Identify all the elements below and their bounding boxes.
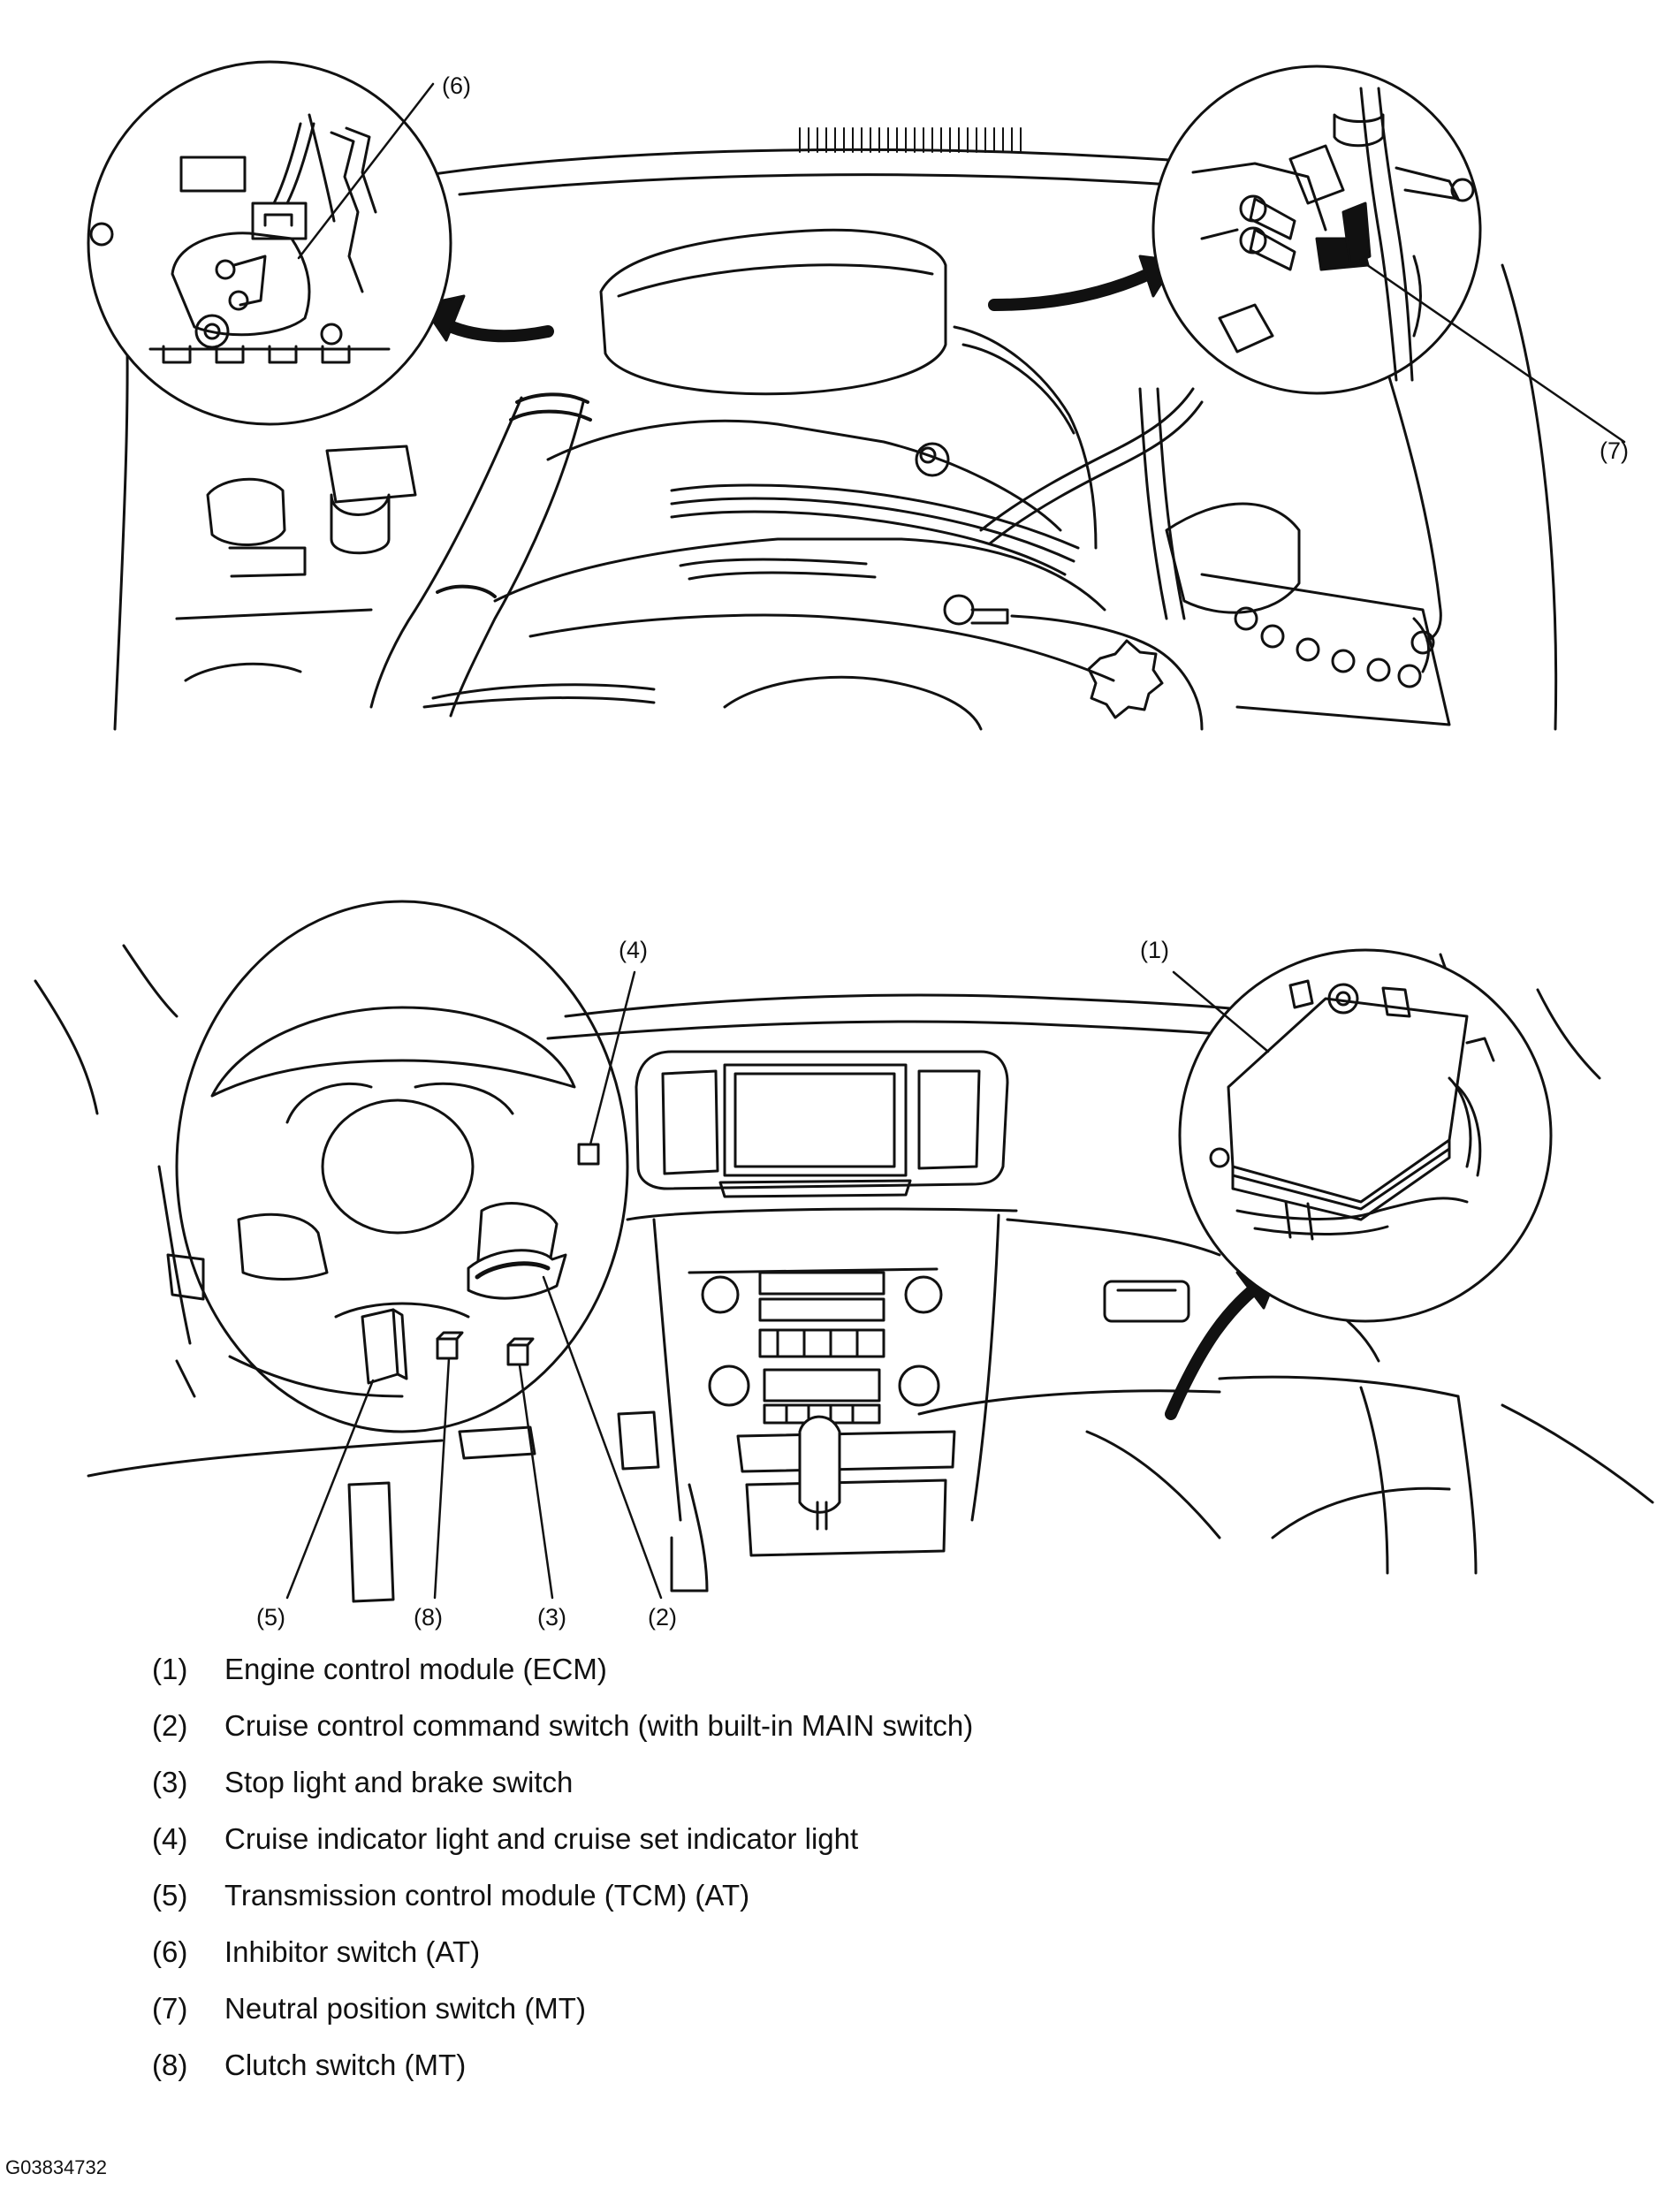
- legend-item: (1) Engine control module (ECM): [152, 1653, 973, 1709]
- legend-text: Stop light and brake switch: [224, 1766, 574, 1798]
- bottom-leader-lines: [285, 970, 1270, 1600]
- legend-number: (7): [152, 1992, 188, 2025]
- legend-item: (6) Inhibitor switch (AT): [152, 1935, 973, 1992]
- legend-number: (6): [152, 1935, 188, 1968]
- legend-text: Neutral position switch (MT): [224, 1992, 586, 2025]
- legend-item: (2) Cruise control command switch (with …: [152, 1709, 973, 1766]
- callout-8: (8): [414, 1604, 443, 1630]
- legend-number: (5): [152, 1879, 188, 1912]
- figure-id: G03834732: [5, 2156, 107, 2178]
- callout-4: (4): [619, 937, 648, 963]
- callout-6: (6): [442, 72, 471, 99]
- legend-number: (2): [152, 1709, 188, 1742]
- callout-7: (7): [1600, 437, 1629, 464]
- legend-text: Clutch switch (MT): [224, 2049, 467, 2081]
- legend-item: (4) Cruise indicator light and cruise se…: [152, 1822, 973, 1879]
- neutral-position-switch-inset: [1151, 65, 1482, 395]
- legend-item: (5) Transmission control module (TCM) (A…: [152, 1879, 973, 1935]
- ecm-inset: [1178, 948, 1553, 1323]
- legend-item: (3) Stop light and brake switch: [152, 1766, 973, 1822]
- callout-1: (1): [1140, 937, 1169, 963]
- legend-number: (8): [152, 2049, 188, 2081]
- legend-item: (7) Neutral position switch (MT): [152, 1992, 973, 2049]
- legend-item: (8) Clutch switch (MT): [152, 2049, 973, 2105]
- legend-text: Transmission control module (TCM) (AT): [224, 1879, 750, 1912]
- inhibitor-switch-inset: [87, 60, 452, 426]
- legend-text: Cruise control command switch (with buil…: [224, 1709, 974, 1742]
- legend-number: (4): [152, 1822, 188, 1855]
- callout-3: (3): [537, 1604, 566, 1630]
- callout-2: (2): [648, 1604, 677, 1630]
- callout-5: (5): [256, 1604, 285, 1630]
- legend-number: (3): [152, 1766, 188, 1798]
- legend-text: Cruise indicator light and cruise set in…: [224, 1822, 859, 1855]
- legend-number: (1): [152, 1653, 188, 1685]
- top-leader-lines: [297, 82, 1626, 444]
- legend: (1) Engine control module (ECM) (2) Crui…: [152, 1653, 973, 2105]
- engine-bay-illustration: [113, 127, 1558, 731]
- legend-text: Engine control module (ECM): [224, 1653, 607, 1685]
- legend-text: Inhibitor switch (AT): [224, 1935, 481, 1968]
